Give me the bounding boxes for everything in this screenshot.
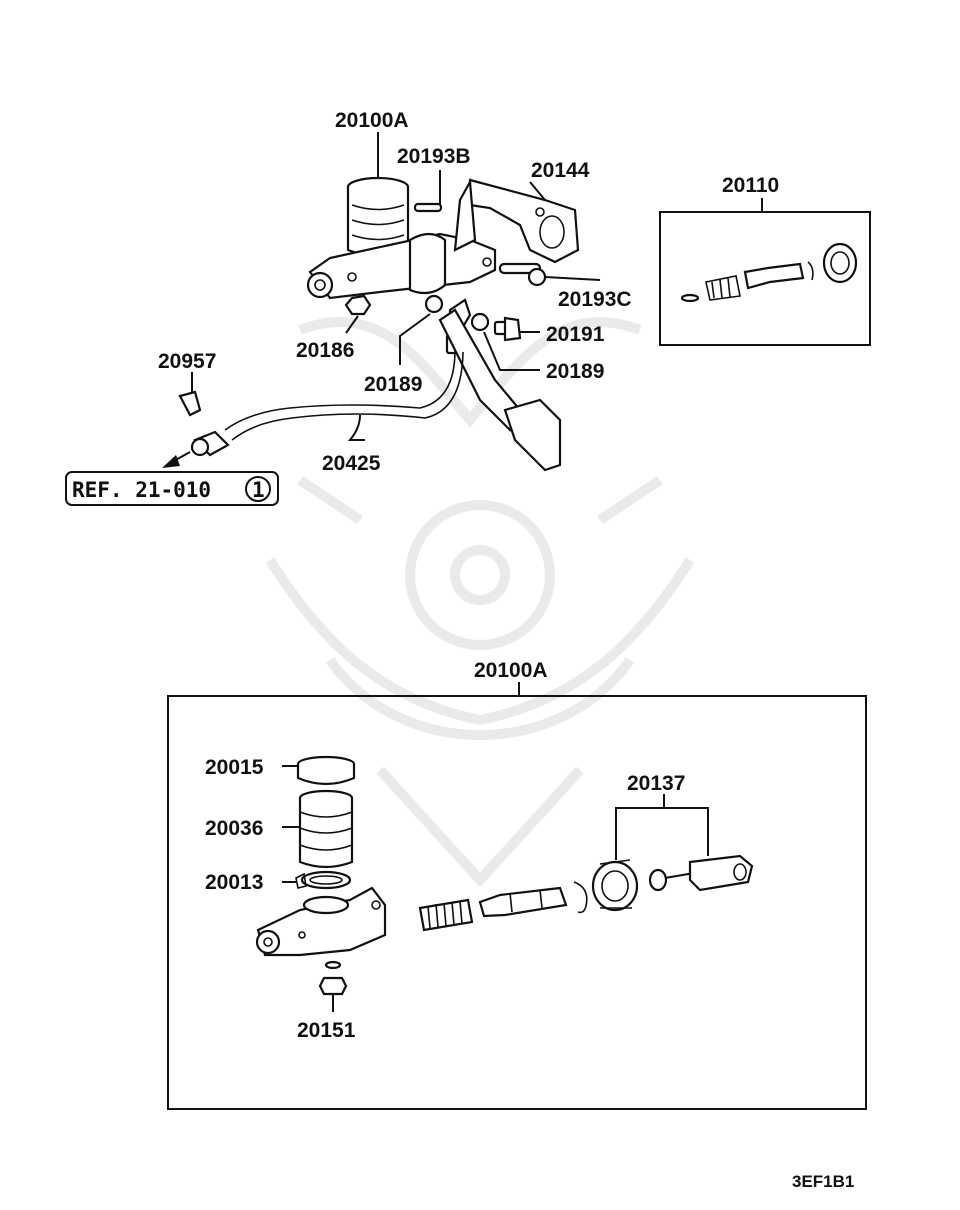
reference-box: REF. 21-010 1: [65, 471, 279, 506]
label-20144: 20144: [531, 159, 590, 182]
reservoir-20100A-top: [346, 176, 410, 258]
reference-text: REF. 21-010: [72, 478, 211, 502]
box-20110: [659, 198, 871, 346]
washer-20189-left: [424, 294, 444, 314]
bolt-20191: [493, 316, 540, 342]
cap-20015: [282, 755, 356, 786]
boot-20137: [591, 859, 639, 912]
label-20189-left: 20189: [364, 373, 422, 396]
label-20100A-top: 20100A: [335, 109, 409, 132]
reference-circle-number: 1: [252, 478, 265, 502]
label-20036: 20036: [205, 817, 263, 840]
label-20189-right: 20189: [546, 360, 604, 383]
diagram-code: 3EF1B1: [792, 1172, 854, 1191]
label-20193C: 20193C: [558, 288, 632, 311]
hose-20425: [224, 349, 464, 441]
clevis-pin-20193C: [498, 262, 601, 287]
label-20957: 20957: [158, 350, 216, 373]
label-20015: 20015: [205, 756, 264, 779]
cylinder-body-top: [306, 232, 497, 300]
label-20151: 20151: [297, 1019, 356, 1042]
fitting-20151: [318, 960, 348, 1012]
push-rod-20137: [648, 854, 754, 892]
seal-20013: [282, 870, 352, 890]
label-20110: 20110: [722, 174, 779, 197]
snap-ring-detail: [573, 881, 588, 914]
label-20425: 20425: [322, 452, 381, 475]
reservoir-20036: [282, 789, 354, 869]
pin-20193B: [413, 202, 443, 213]
label-20013: 20013: [205, 871, 263, 894]
label-20191: 20191: [546, 323, 605, 346]
detail-box-20100A: 20100A: [167, 659, 867, 1110]
detail-title: 20100A: [474, 659, 548, 682]
clutch-pedal: [438, 308, 562, 472]
bracket-20144: [453, 178, 580, 264]
spring-detail: [418, 898, 474, 932]
label-20193B: 20193B: [397, 145, 471, 168]
label-20186: 20186: [296, 339, 354, 362]
label-20137: 20137: [627, 772, 685, 795]
reference-arrow: [162, 451, 191, 468]
watermark-emblem: [265, 317, 695, 888]
washer-20189-right: [470, 312, 490, 332]
clip-20957: [178, 372, 230, 457]
piston-detail: [478, 886, 568, 918]
nut-20186: [344, 294, 372, 316]
cylinder-body-detail: [255, 886, 387, 957]
